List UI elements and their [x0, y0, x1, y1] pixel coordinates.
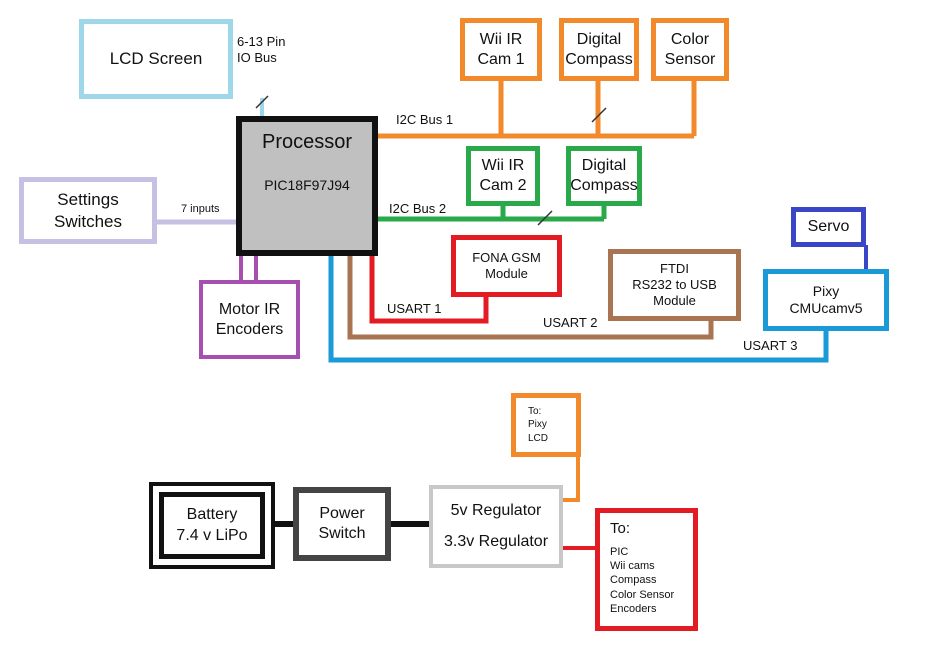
wii-ir-cam-1-box: Wii IR Cam 1 — [460, 18, 542, 81]
battery-inner-box: Battery 7.4 v LiPo — [159, 492, 265, 559]
motor-encoder-wires — [239, 256, 258, 284]
usart-3-label: USART 3 — [743, 338, 798, 353]
wii-ir-cam-2-box: Wii IR Cam 2 — [466, 146, 540, 206]
fona-gsm-module-box: FONA GSM Module — [451, 235, 562, 297]
i2c-bus-1-label: I2C Bus 1 — [396, 112, 454, 127]
usart-1-label: USART 1 — [387, 301, 442, 316]
voltage-regulators-box: 5v Regulator 3.3v Regulator — [429, 485, 563, 568]
usart-3-wire — [328, 256, 829, 363]
i2c-bus-2-wires — [378, 205, 607, 222]
usart-1-wire — [369, 256, 489, 324]
5v-output-wire — [562, 456, 580, 502]
settings-switches-box: Settings Switches — [19, 177, 157, 244]
pixy-cmucam-box: Pixy CMUcamv5 — [763, 269, 889, 331]
digital-compass-1-box: Digital Compass — [559, 18, 639, 81]
3v3-destinations-box: To: PIC Wii cams Compass Color Sensor En… — [595, 508, 698, 631]
servo-box: Servo — [791, 207, 866, 247]
i2c-bus-2-slash — [537, 210, 553, 226]
lcd-bus-slash — [255, 95, 269, 109]
lcd-screen-box: LCD Screen — [79, 19, 233, 99]
color-sensor-box: Color Sensor — [651, 18, 729, 81]
5v-destinations-box: To: Pixy LCD — [511, 393, 581, 457]
processor-box: Processor PIC18F97J94 — [236, 116, 378, 256]
ftdi-module-box: FTDI RS232 to USB Module — [608, 249, 741, 321]
i2c-bus-2-label: I2C Bus 2 — [389, 201, 447, 216]
usart-2-label: USART 2 — [543, 315, 598, 330]
processor-model: PIC18F97J94 — [264, 177, 350, 193]
motor-ir-encoders-box: Motor IR Encoders — [199, 280, 300, 359]
3v3-regulator-label: 3.3v Regulator — [443, 533, 549, 551]
usart-2-wire — [347, 256, 714, 340]
digital-compass-2-box: Digital Compass — [566, 146, 642, 206]
battery-box: Battery 7.4 v LiPo — [149, 482, 275, 569]
settings-bus-label: 7 inputs — [181, 203, 220, 215]
power-switch-box: Power Switch — [293, 487, 391, 561]
lcd-screen-label: LCD Screen — [109, 49, 203, 69]
lcd-bus-label: 6-13 Pin IO Bus — [237, 34, 286, 65]
i2c-bus-1-wires — [378, 80, 697, 139]
5v-regulator-label: 5v Regulator — [450, 501, 542, 519]
processor-title: Processor — [261, 131, 353, 153]
3v3-destinations-heading: To: — [610, 520, 631, 537]
i2c-bus-1-slash — [591, 107, 607, 123]
